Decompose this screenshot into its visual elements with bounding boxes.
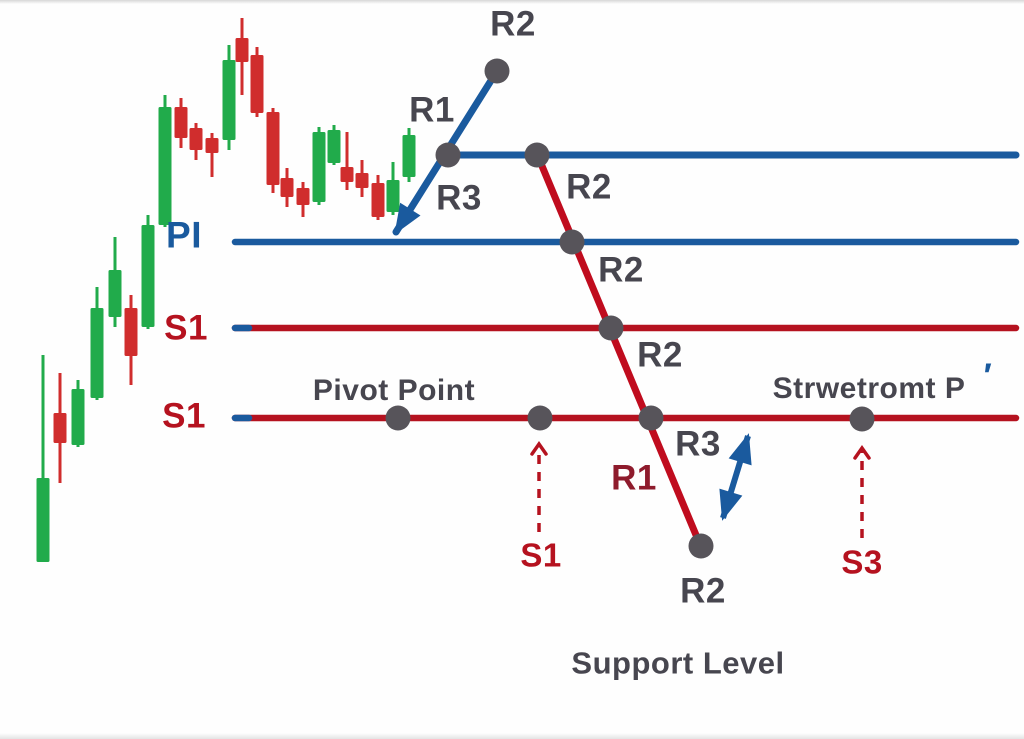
pivot-dot (559, 229, 585, 255)
candle-body (71, 389, 85, 445)
label-s1-dashed: S1 (520, 536, 562, 574)
candle-body (371, 183, 385, 217)
candle-body (386, 180, 400, 212)
candle-body (312, 132, 326, 202)
label-support-level: Support Level (571, 645, 785, 681)
label-r2-4: R2 (637, 335, 683, 375)
bounce-double-arrow (719, 433, 752, 521)
candle-body (296, 188, 310, 205)
pivot-dot (484, 58, 510, 84)
label-r2-2: R2 (566, 167, 612, 207)
label-pivot-left: PI (166, 214, 202, 256)
label-s3-dashed: S3 (841, 543, 883, 581)
label-r1-lower: R1 (611, 458, 657, 498)
label-r2-bottom: R2 (680, 571, 726, 611)
candle-body (141, 225, 155, 327)
pivot-dots (385, 58, 875, 559)
candle-body (174, 107, 188, 138)
candle-body (90, 308, 104, 398)
label-pivot-point: Pivot Point (312, 374, 476, 407)
candlestick-series (36, 18, 416, 562)
top-edge-artifact (0, 0, 1024, 4)
label-r3-upper: R3 (436, 178, 482, 218)
candle-body (327, 130, 341, 163)
pivot-dot (385, 405, 411, 431)
label-r2-3: R2 (598, 250, 644, 290)
bottom-edge-artifact (0, 733, 1024, 739)
downtrend-line (533, 150, 705, 551)
candle-body (355, 173, 369, 188)
label-s1-left: S1 (164, 308, 208, 348)
label-r2-top: R2 (490, 4, 536, 44)
label-prime-mark: ′ (983, 357, 993, 395)
candle-body (124, 308, 138, 356)
label-r1-top: R1 (409, 90, 455, 130)
candle-body (402, 135, 416, 177)
pivot-dot (527, 405, 553, 431)
candle-body (205, 138, 219, 153)
pivot-dot (638, 405, 664, 431)
candle-body (189, 128, 203, 150)
label-r3-lower: R3 (675, 424, 721, 464)
pivot-dot (849, 406, 875, 432)
candle-body (158, 107, 172, 225)
pivot-dot (688, 533, 714, 559)
label-s2-left: S1 (162, 396, 206, 436)
candle-body (108, 270, 122, 317)
candle-body (222, 60, 236, 140)
candle-body (250, 55, 264, 113)
candle-body (266, 112, 280, 185)
candle-body (36, 478, 50, 562)
candle-body (53, 413, 67, 443)
candle-body (340, 167, 354, 182)
pivot-dot (435, 142, 461, 168)
candle-body (235, 38, 249, 62)
annotation-arrows (530, 433, 871, 538)
candle-body (280, 178, 294, 197)
pivot-dot (598, 315, 624, 341)
pivot-dot (524, 142, 550, 168)
label-strwetromt: Strwetromt P (772, 372, 966, 405)
